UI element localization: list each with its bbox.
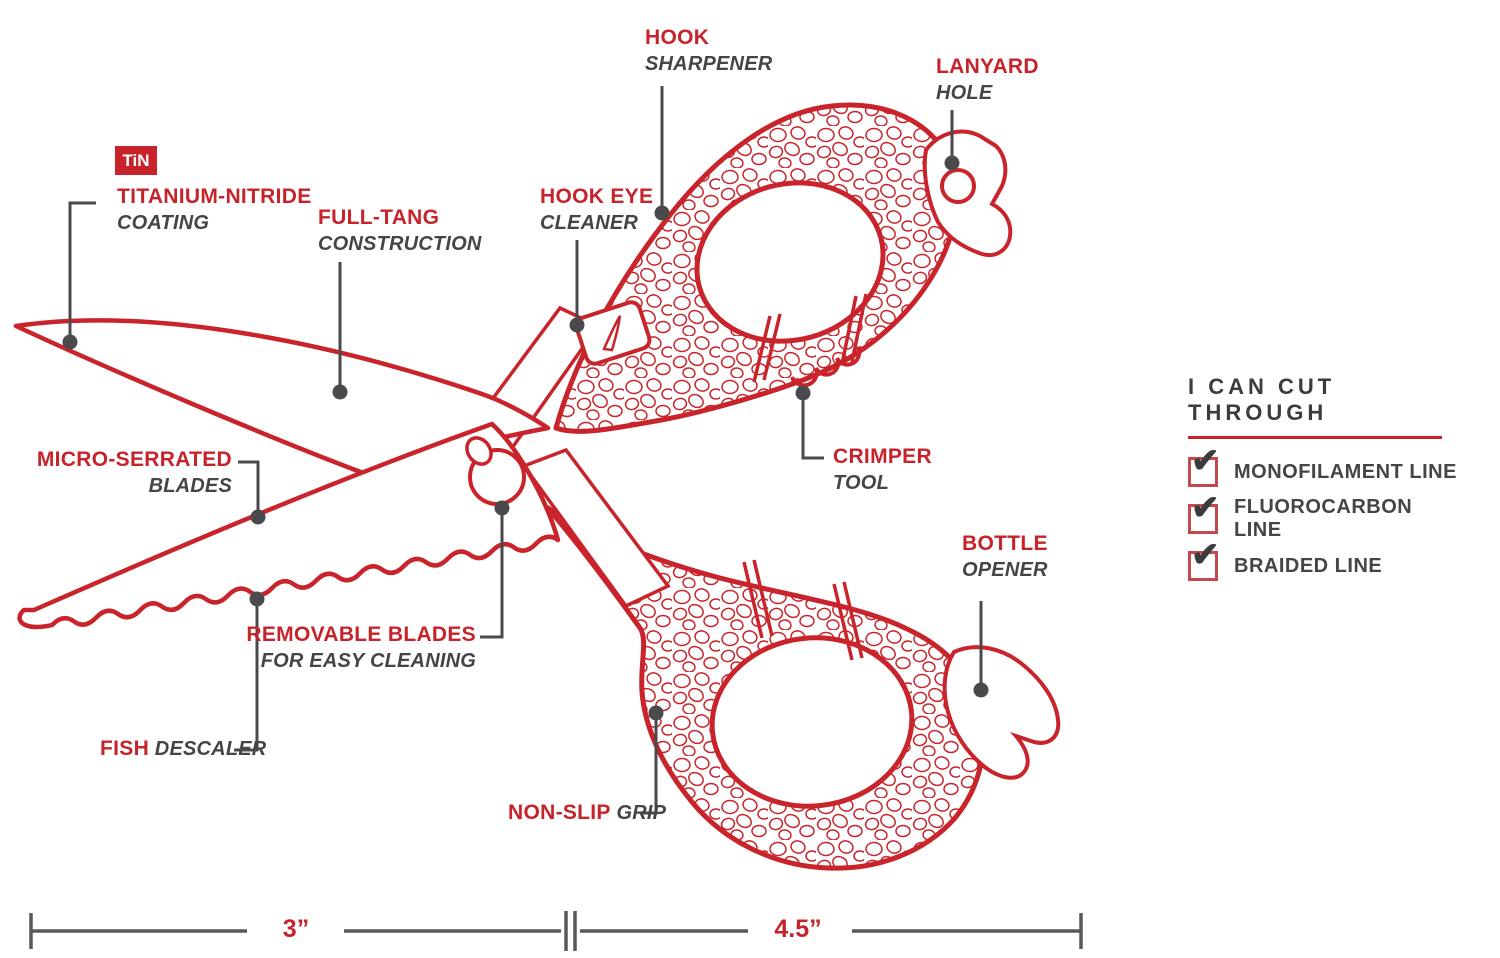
hook-eye-cleaner-pin	[602, 315, 622, 352]
handle-dividers	[742, 293, 868, 661]
callout-subtitle: HOLE	[936, 82, 993, 104]
checkmark-icon: ✔	[1191, 442, 1220, 480]
callout-subtitle: GRIP	[610, 802, 667, 824]
callout-title: FISH	[100, 737, 150, 760]
list-item-label: MONOFILAMENT LINE	[1234, 460, 1457, 483]
list-item: ✔ BRAIDED LINE	[1188, 538, 1458, 581]
checkmark-icon: ✔	[1191, 536, 1220, 574]
checkbox-checked-icon: ✔	[1188, 491, 1220, 534]
checkbox-checked-icon: ✔	[1188, 538, 1220, 581]
callout-title: MICRO-SERRATED	[36, 448, 232, 471]
callout-title: BOTTLE	[962, 532, 1048, 555]
callout-title: HOOK EYE	[540, 185, 654, 208]
callout-title: LANYARD	[936, 55, 1039, 78]
callout-subtitle: SHARPENER	[645, 53, 773, 75]
leader-lines	[68, 86, 983, 815]
callout-title: CRIMPER	[833, 445, 932, 468]
bottle-opener	[942, 645, 1061, 780]
callout-crimper-tool: CRIMPER TOOL	[833, 444, 932, 496]
list-item: ✔ FLUOROCARBON LINE	[1188, 491, 1458, 541]
callout-subtitle: DESCALER	[149, 738, 267, 760]
pivot-lever	[465, 436, 493, 466]
callout-subtitle: COATING	[117, 212, 210, 234]
callout-title: NON-SLIP	[508, 801, 611, 824]
cut-through-heading: I CAN CUT THROUGH	[1188, 374, 1336, 425]
upper-handle-hole	[694, 180, 886, 344]
callout-bottle-opener: BOTTLE OPENER	[962, 531, 1048, 583]
callout-title: TITANIUM-NITRIDE	[117, 185, 312, 208]
leader-dots	[62, 155, 989, 721]
checkmark-icon: ✔	[1191, 489, 1220, 527]
callout-subtitle: CLEANER	[540, 212, 639, 234]
list-item-label: BRAIDED LINE	[1234, 554, 1383, 577]
blade-length-label: 3”	[282, 915, 310, 943]
callout-hook-sharpener: HOOK SHARPENER	[645, 25, 772, 77]
callout-subtitle: CONSTRUCTION	[318, 233, 482, 255]
callout-hook-eye-cleaner: HOOK EYE CLEANER	[540, 184, 653, 236]
callout-titanium-nitride: TITANIUM-NITRIDE COATING	[117, 184, 312, 236]
handle-length-label: 4.5”	[774, 915, 822, 943]
upper-blade	[13, 318, 551, 477]
callout-subtitle: OPENER	[962, 559, 1048, 581]
callout-fish-descaler: FISH DESCALER	[100, 736, 266, 764]
callout-subtitle: TOOL	[833, 472, 889, 494]
callout-removable-blades: REMOVABLE BLADES FOR EASY CLEANING	[246, 622, 476, 674]
callout-title: REMOVABLE BLADES	[246, 623, 476, 646]
callout-full-tang: FULL-TANG CONSTRUCTION	[318, 205, 482, 257]
dimension-ruler	[29, 911, 1083, 951]
callout-subtitle: FOR EASY CLEANING	[260, 650, 476, 672]
lanyard-hole	[940, 168, 976, 204]
lower-serrated-blade	[17, 421, 561, 630]
list-item-label: FLUOROCARBON LINE	[1234, 496, 1413, 541]
lower-handle-hole	[709, 635, 915, 809]
tin-badge: TiN	[115, 146, 157, 175]
crimper-tool-bumps	[790, 347, 862, 388]
callout-title: HOOK	[645, 26, 710, 49]
cut-through-panel: I CAN CUT THROUGH ✔ MONOFILAMENT LINE ✔ …	[1188, 374, 1458, 581]
callout-lanyard-hole: LANYARD HOLE	[936, 54, 1039, 106]
callout-subtitle: BLADES	[148, 475, 232, 497]
checkbox-checked-icon: ✔	[1188, 444, 1220, 487]
list-item: ✔ MONOFILAMENT LINE	[1188, 444, 1458, 487]
heading-underline	[1188, 436, 1442, 439]
tang-cross-lower	[521, 447, 671, 609]
callout-title: FULL-TANG	[318, 206, 440, 229]
callout-non-slip-grip: NON-SLIP GRIP	[508, 800, 666, 828]
callout-micro-serrated: MICRO-SERRATED BLADES	[37, 447, 232, 499]
